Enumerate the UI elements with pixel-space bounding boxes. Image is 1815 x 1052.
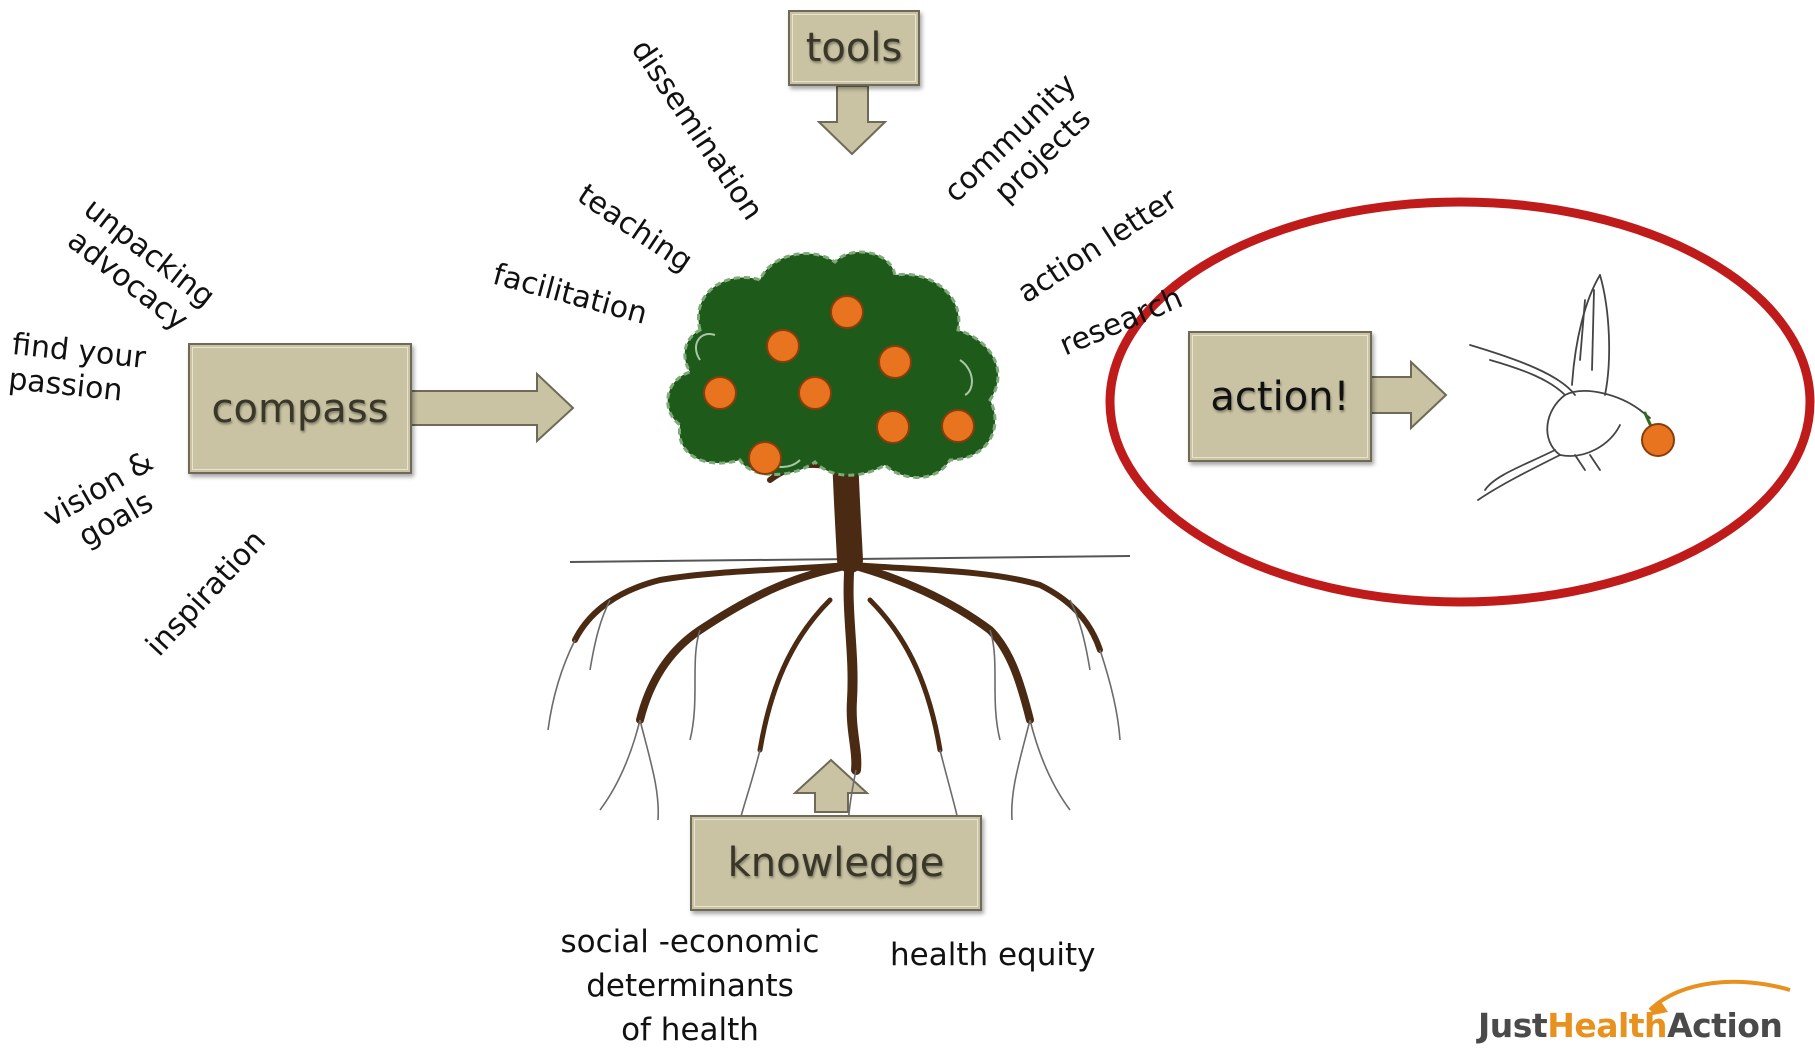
tree-foliage <box>666 250 1000 479</box>
bird-fruit <box>1641 423 1675 457</box>
fruit <box>748 441 782 475</box>
label-social-economic: social -economic <box>560 924 820 960</box>
label-of-health: of health <box>621 1012 759 1049</box>
fruit <box>703 376 737 410</box>
fruit <box>830 295 864 329</box>
action-label: action! <box>1210 373 1350 420</box>
fruit <box>878 345 912 379</box>
action-box: action! <box>1188 331 1372 462</box>
logo-action: Action <box>1667 1006 1783 1045</box>
label-health-equity: health equity <box>890 937 1096 973</box>
fruit <box>766 329 800 363</box>
tree-roots <box>572 555 1103 775</box>
knowledge-box: knowledge <box>690 815 982 911</box>
logo-health: Health <box>1547 1006 1668 1045</box>
label-determinants: determinants <box>586 968 794 1005</box>
tools-box: tools <box>788 10 920 86</box>
label-find-your-passion: find your passion <box>7 327 147 411</box>
logo-swoosh <box>1648 979 1791 1012</box>
bird-illustration <box>1469 274 1657 501</box>
label-social-economic-determinants: social -economic determinants of health <box>560 920 820 1052</box>
justhealthaction-logo: JustHealthAction <box>1478 968 1808 1045</box>
fruit <box>876 410 910 444</box>
action-highlight-ring <box>1105 197 1815 607</box>
logo-just: Just <box>1478 1006 1548 1045</box>
logo-swoosh-head <box>1648 1000 1668 1016</box>
knowledge-arrow <box>792 758 870 813</box>
compass-box: compass <box>188 343 412 474</box>
tree-fruit <box>703 295 975 475</box>
fruit <box>798 376 832 410</box>
knowledge-label: knowledge <box>727 840 945 886</box>
tools-arrow <box>816 85 888 156</box>
fruit <box>941 409 975 443</box>
action-arrow <box>1367 359 1448 431</box>
compass-label: compass <box>211 385 389 432</box>
compass-arrow <box>407 371 575 444</box>
tools-label: tools <box>805 25 903 71</box>
